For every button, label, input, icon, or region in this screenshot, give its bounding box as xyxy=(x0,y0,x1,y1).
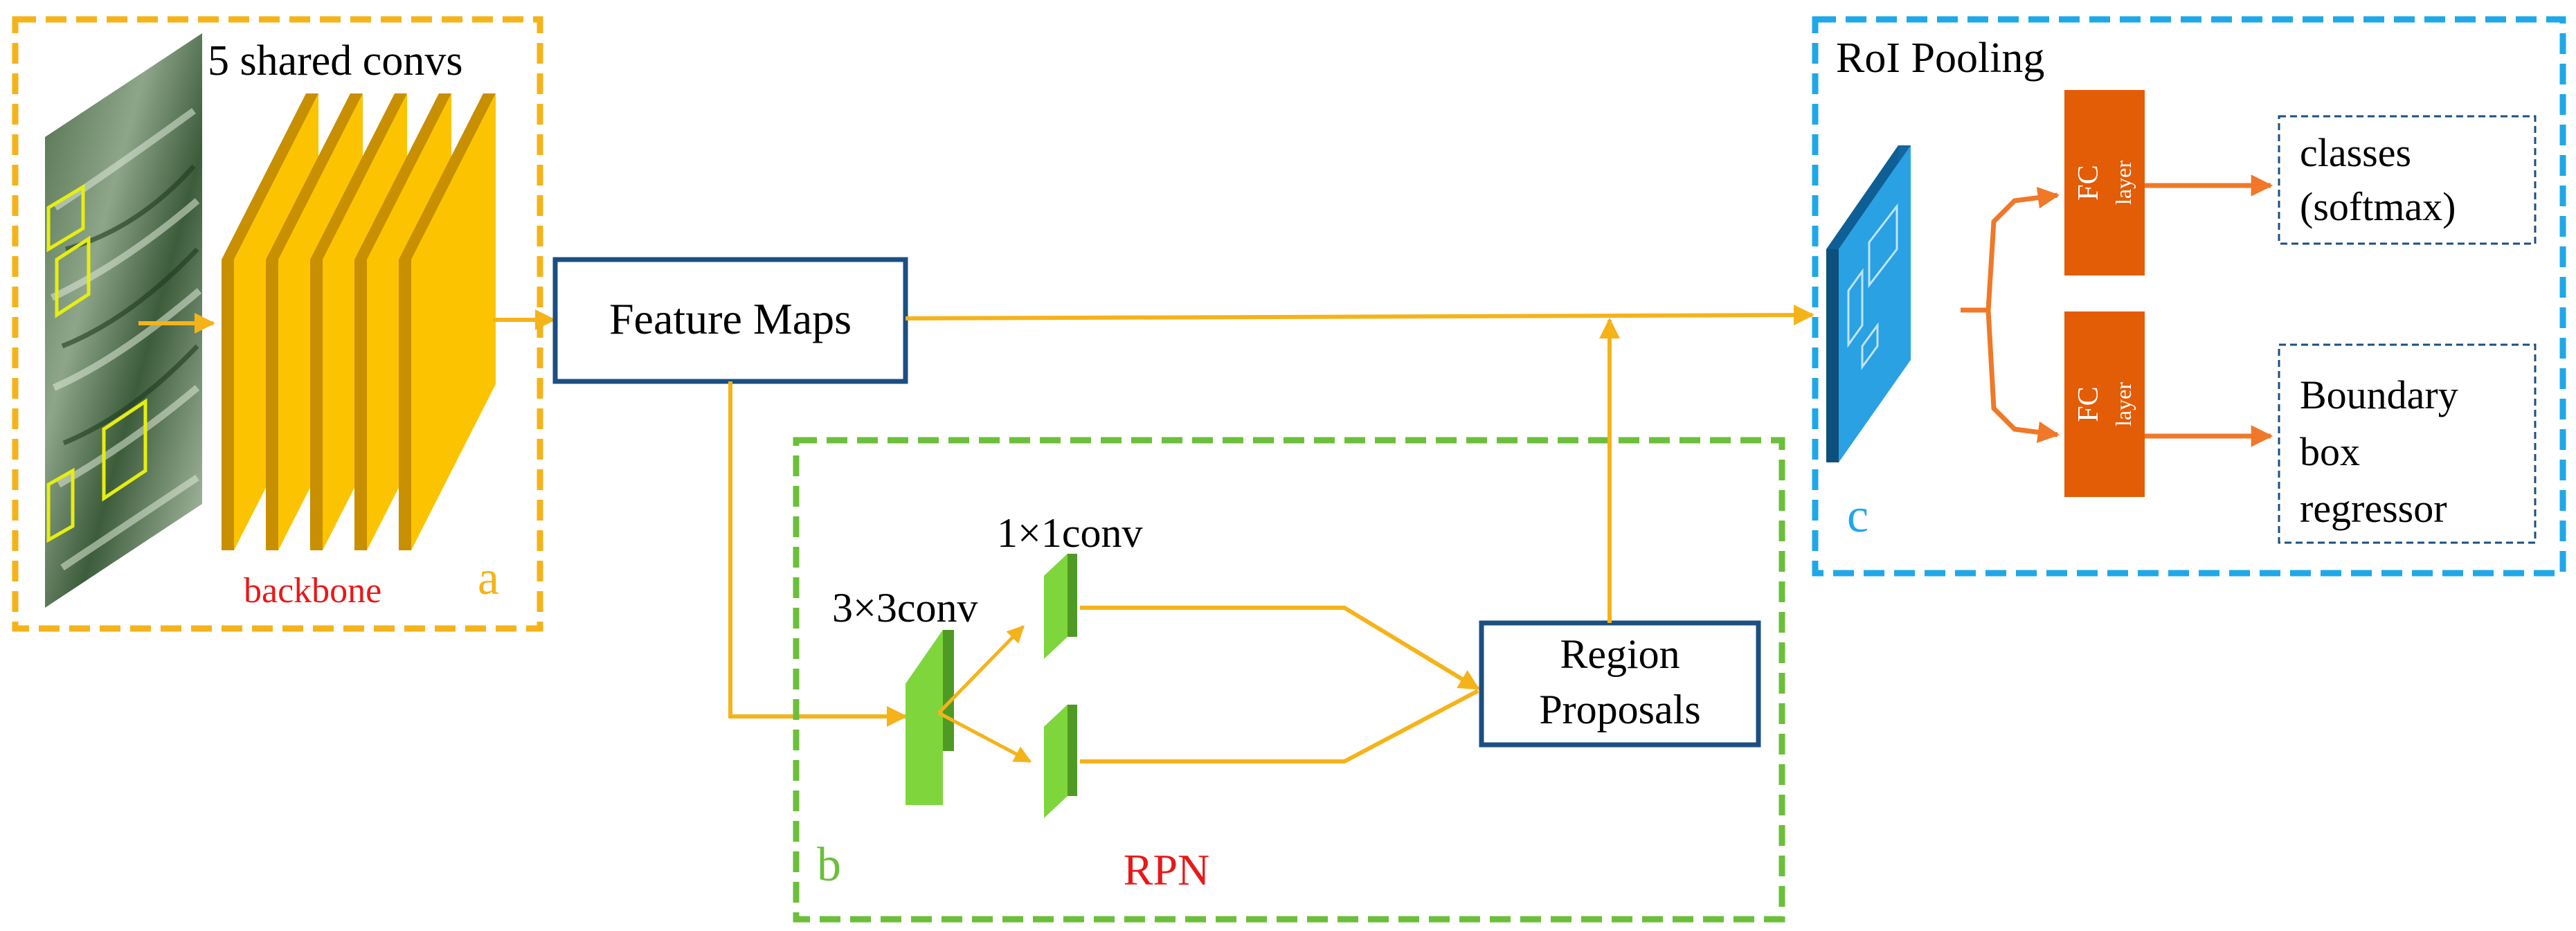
conv-layer-5 xyxy=(399,93,496,550)
classes-line1: classes xyxy=(2300,130,2411,175)
conv3x3-label: 3×3conv xyxy=(832,585,978,631)
box-line1: Boundary xyxy=(2300,372,2458,417)
box-line3: regressor xyxy=(2300,486,2447,531)
arrow-featuremaps-to-rpn xyxy=(728,381,908,727)
arrow-conv3-to-conv1-lower xyxy=(937,711,1032,763)
classes-line2: (softmax) xyxy=(2300,184,2456,229)
arrow-roi-to-fc-lower xyxy=(1961,307,2060,443)
arrow-roi-to-fc-upper xyxy=(1961,187,2060,313)
fc-upper-label1: FC xyxy=(2073,165,2105,200)
conv1x1-label: 1×1conv xyxy=(997,510,1142,556)
arrow-featuremaps-to-roi xyxy=(905,305,1814,326)
backbone-label: backbone xyxy=(244,571,381,611)
fc-lower-label2: layer xyxy=(2111,382,2136,426)
rpn-letter: b xyxy=(817,838,841,892)
fc-upper-label2: layer xyxy=(2111,161,2136,205)
roi-pooled-feature-map xyxy=(1826,145,1911,462)
arrow-upper-to-proposals xyxy=(1080,606,1480,691)
rpn-label: RPN xyxy=(1124,845,1210,894)
roi-letter: c xyxy=(1847,489,1868,543)
region-proposals-line1: Region xyxy=(1560,631,1679,677)
rpn-group-border xyxy=(793,437,1785,923)
roi-title: RoI Pooling xyxy=(1836,35,2044,82)
fc-layer-upper xyxy=(2064,90,2145,275)
conv3x3-layer xyxy=(906,630,954,805)
feature-maps-label: Feature Maps xyxy=(609,294,852,343)
feature-maps-box xyxy=(552,257,908,384)
backbone-title: 5 shared convs xyxy=(208,37,462,84)
conv1x1-lower-layer xyxy=(1044,705,1077,818)
detection-boxes xyxy=(46,183,147,543)
classes-box xyxy=(2278,115,2537,245)
shared-conv-layers xyxy=(222,93,496,550)
arrow-conv3-to-conv1-upper xyxy=(937,625,1025,714)
backbone-letter: a xyxy=(478,552,499,605)
box-line2: box xyxy=(2300,429,2360,474)
fc-layer-lower xyxy=(2064,311,2145,497)
input-image xyxy=(45,33,202,608)
arrow-lower-to-proposals xyxy=(1080,689,1479,763)
conv1x1-upper-layer xyxy=(1044,554,1077,659)
box-regressor-box xyxy=(2278,343,2537,544)
fc-lower-label1: FC xyxy=(2073,386,2105,422)
region-proposals-box xyxy=(1479,620,1761,748)
roi-group-border xyxy=(1812,16,2566,577)
region-proposals-line2: Proposals xyxy=(1539,687,1700,732)
